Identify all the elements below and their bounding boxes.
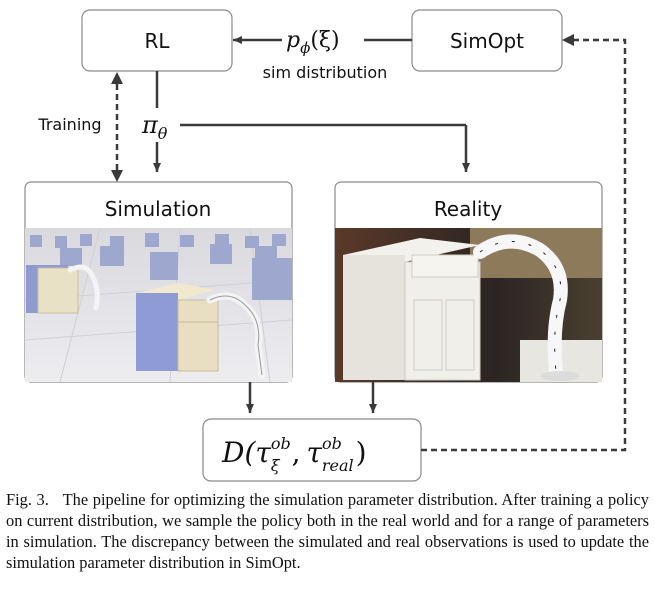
sim-distribution-edge: pϕ(ξ) sim distribution [233,28,412,82]
caption-text: The pipeline for optimizing the simulati… [6,490,650,572]
simulation-node: Simulation [24,181,293,383]
rl-node: RL [81,9,233,72]
figure-caption: Fig. 3. The pipeline for optimizing the … [6,489,649,573]
rl-label: RL [144,29,170,53]
figure-number: Fig. 3. [6,490,49,509]
feedback-edge [421,34,627,452]
simopt-node: SimOpt [411,9,563,72]
simopt-label: SimOpt [450,29,524,53]
reality-image [335,228,602,382]
pi-theta-label: πθ [141,111,168,143]
pipeline-diagram: RL SimOpt pϕ(ξ) sim distribution Trainin… [24,9,627,482]
training-edge: Training [37,72,123,182]
reality-node: Reality [334,181,603,383]
training-label: Training [37,115,101,134]
simulation-image [24,227,293,383]
p-phi-label: pϕ(ξ) [286,28,340,57]
reality-label: Reality [434,197,503,221]
policy-edges: πθ [141,71,470,172]
sim-distribution-label: sim distribution [263,63,388,82]
observation-edges [246,382,377,413]
simulation-label: Simulation [105,197,212,221]
